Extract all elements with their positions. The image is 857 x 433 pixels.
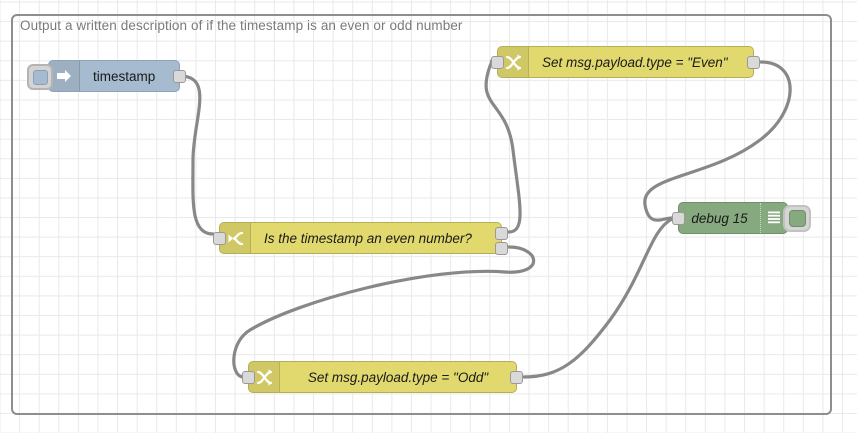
node-inject-label: timestamp (93, 68, 156, 84)
switch-output-port-1[interactable] (495, 242, 508, 255)
node-change-even[interactable]: Set msg.payload.type = "Even" (491, 46, 760, 78)
node-debug-label: debug 15 (679, 203, 761, 233)
debug-toggle-button[interactable] (783, 205, 811, 232)
switch-output-port-0[interactable] (495, 227, 508, 240)
flow-comment-label: Output a written description of if the t… (20, 18, 463, 33)
change-odd-input-port[interactable] (242, 371, 255, 384)
node-switch-label: Is the timestamp an even number? (264, 230, 472, 246)
change-even-output-port[interactable] (747, 56, 760, 69)
node-change-odd[interactable]: Set msg.payload.type = "Odd" (242, 361, 523, 393)
wire-even-to-debug[interactable] (643, 60, 792, 222)
inject-output-port-0[interactable] (173, 70, 186, 83)
wire-switch-to-even[interactable] (484, 59, 522, 234)
arrow-right-icon (49, 61, 80, 91)
change-even-input-port[interactable] (491, 56, 504, 69)
node-debug[interactable]: debug 15 (672, 202, 811, 234)
inject-trigger-button[interactable] (27, 64, 53, 90)
debug-lines-icon (761, 203, 787, 233)
node-inject-timestamp[interactable]: timestamp (27, 60, 186, 92)
node-switch[interactable]: Is the timestamp an even number? (213, 222, 508, 255)
change-odd-output-port[interactable] (510, 371, 523, 384)
node-change-even-label: Set msg.payload.type = "Even" (542, 54, 728, 70)
wire-inject-to-switch[interactable] (178, 74, 215, 236)
switch-input-port[interactable] (213, 232, 226, 245)
wire-switch-to-odd[interactable] (232, 245, 536, 379)
node-change-odd-label: Set msg.payload.type = "Odd" (307, 369, 489, 385)
inject-button-inner (32, 69, 48, 85)
debug-button-inner (788, 210, 806, 227)
wire-odd-to-debug[interactable] (522, 217, 674, 379)
debug-input-port[interactable] (672, 212, 685, 225)
